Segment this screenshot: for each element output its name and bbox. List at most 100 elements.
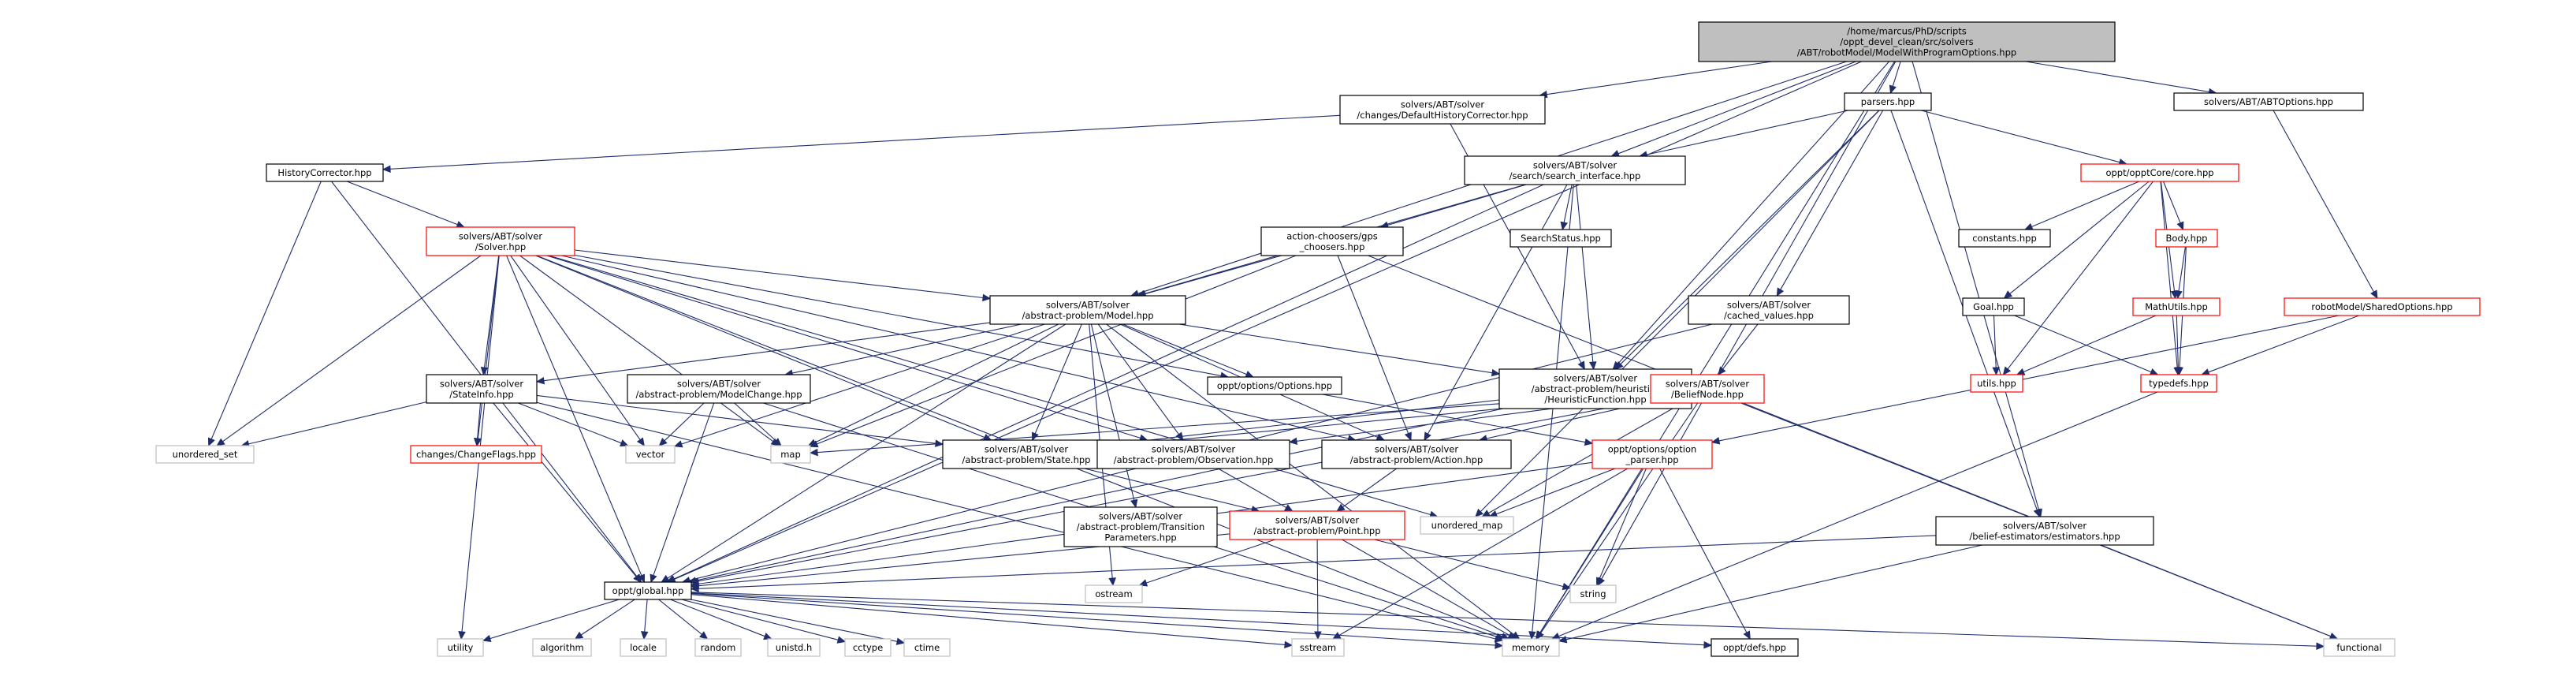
node-label-line: locale <box>630 642 657 653</box>
edge-arrowhead <box>1776 287 1785 297</box>
node-utils[interactable]: utils.hpp <box>1970 374 2023 393</box>
node-stateinfo[interactable]: solvers/ABT/solver/StateInfo.hpp <box>426 374 538 404</box>
node-label-line: memory <box>1512 642 1550 653</box>
node-label-line: solvers/ABT/solver <box>1727 299 1811 310</box>
node-observation[interactable]: solvers/ABT/solver/abstract-problem/Obse… <box>1096 439 1290 469</box>
nodes-layer: /home/marcus/PhD/scripts/oppt_devel_clea… <box>155 21 2481 657</box>
node-cachedval[interactable]: solvers/ABT/solver/cached_values.hpp <box>1688 295 1850 325</box>
node-action[interactable]: solvers/ABT/solver/abstract-problem/Acti… <box>1321 439 1512 469</box>
node-state[interactable]: solvers/ABT/solver/abstract-problem/Stat… <box>942 439 1111 469</box>
edge-defaulthist-to-histcorr <box>382 114 1341 174</box>
node-box <box>532 638 592 657</box>
node-label-line: solvers/ABT/solver <box>1554 373 1637 384</box>
edge-arrowhead <box>1562 582 1572 591</box>
node-ostream[interactable]: ostream <box>1085 584 1143 603</box>
edge-arrowhead <box>2176 221 2184 231</box>
node-modelchange[interactable]: solvers/ABT/solver/abstract-problem/Mode… <box>627 374 811 404</box>
edge-heuristic-to-global <box>687 408 1503 584</box>
node-string[interactable]: string <box>1569 584 1617 603</box>
node-typedefs[interactable]: typedefs.hpp <box>2140 374 2217 393</box>
node-histcorr[interactable]: HistoryCorrector.hpp <box>266 163 384 182</box>
node-unordered_set[interactable]: unordered_set <box>155 445 255 464</box>
node-mathutils[interactable]: MathUtils.hpp <box>2132 297 2220 316</box>
node-ctime[interactable]: ctime <box>903 638 951 657</box>
node-label-line: /Solver.hpp <box>475 241 527 252</box>
node-box <box>1420 516 1514 535</box>
node-box <box>1591 439 1713 469</box>
edge-searchif-to-memory <box>1528 184 1574 640</box>
edge-arrowhead <box>1560 221 1568 231</box>
node-map[interactable]: map <box>770 445 811 464</box>
edge-histcorr-to-unordered_set <box>207 181 322 447</box>
node-unistd[interactable]: unistd.h <box>767 638 821 657</box>
node-optparser[interactable]: oppt/options/option_parser.hpp <box>1591 439 1713 469</box>
node-random[interactable]: random <box>694 638 742 657</box>
node-model[interactable]: solvers/ABT/solver/abstract-problem/Mode… <box>989 295 1186 325</box>
edge-histcorr-to-solver <box>346 181 466 229</box>
node-global[interactable]: oppt/global.hpp <box>604 581 692 600</box>
node-label-line: /abstract-problem/Transition <box>1077 521 1205 532</box>
node-box <box>1207 376 1342 395</box>
node-actionch[interactable]: action-choosers/gps_choosers.hpp <box>1260 226 1404 256</box>
node-label-line: /abstract-problem/Action.hpp <box>1350 454 1483 465</box>
edge-arrowhead <box>1992 367 2000 376</box>
node-box <box>2284 297 2481 316</box>
node-box <box>266 163 384 182</box>
node-label-line: Parameters.hpp <box>1104 532 1176 543</box>
node-label-line: oppt/options/option <box>1608 443 1697 454</box>
node-locale[interactable]: locale <box>620 638 667 657</box>
node-point[interactable]: solvers/ABT/solver/abstract-problem/Poin… <box>1229 510 1405 540</box>
node-oppdefs[interactable]: oppt/defs.hpp <box>1711 638 1799 657</box>
node-parsers[interactable]: parsers.hpp <box>1844 92 1932 111</box>
node-unordered_map[interactable]: unordered_map <box>1420 516 1514 535</box>
node-label-line: ctime <box>914 642 940 653</box>
node-changeflags[interactable]: changes/ChangeFlags.hpp <box>410 445 542 464</box>
node-searchif[interactable]: solvers/ABT/solver/search/search_interfa… <box>1464 155 1686 185</box>
edge-parsers-to-opptcore <box>1921 110 2127 166</box>
node-beliefnode[interactable]: solvers/ABT/solver/BeliefNode.hpp <box>1650 374 1765 404</box>
node-estimators[interactable]: solvers/ABT/solver/belief-estimators/est… <box>1935 516 2154 546</box>
node-solver[interactable]: solvers/ABT/solver/Solver.hpp <box>426 226 575 256</box>
node-abtoptions[interactable]: solvers/ABT/ABTOptions.hpp <box>2173 92 2364 111</box>
node-body[interactable]: Body.hpp <box>2155 229 2218 248</box>
node-box <box>1321 439 1512 469</box>
edge-model-to-stateinfo <box>535 322 991 385</box>
node-box <box>2155 229 2218 248</box>
node-options[interactable]: oppt/options/Options.hpp <box>1207 376 1342 395</box>
node-constants[interactable]: constants.hpp <box>1958 229 2051 248</box>
edge-arrowhead <box>690 584 699 593</box>
node-opptcore[interactable]: oppt/opptCore/core.hpp <box>2080 163 2239 182</box>
node-vector[interactable]: vector <box>625 445 676 464</box>
node-searchstatus[interactable]: SearchStatus.hpp <box>1509 229 1612 248</box>
edge-arrowhead <box>1528 631 1536 640</box>
node-goal[interactable]: Goal.hpp <box>1962 297 2025 316</box>
node-algorithm[interactable]: algorithm <box>532 638 592 657</box>
node-utility[interactable]: utility <box>437 638 484 657</box>
node-defaulthist[interactable]: solvers/ABT/solver/changes/DefaultHistor… <box>1339 95 1546 125</box>
node-root[interactable]: /home/marcus/PhD/scripts/oppt_devel_clea… <box>1698 21 2116 62</box>
edge-arrowhead <box>1288 437 1297 445</box>
edge-opptcore-to-utils <box>2002 181 2153 375</box>
node-label-line: changes/ChangeFlags.hpp <box>416 449 536 460</box>
edge-arrowhead <box>2174 367 2183 376</box>
node-sharedopt[interactable]: robotModel/SharedOptions.hpp <box>2284 297 2481 316</box>
edge-arrowhead <box>480 367 489 376</box>
edge-arrowhead <box>636 437 646 447</box>
edge-arrowhead <box>661 574 670 583</box>
edge-stateinfo-to-changeflags <box>473 402 482 447</box>
node-box <box>1844 92 1932 111</box>
node-transparams[interactable]: solvers/ABT/solver/abstract-problem/Tran… <box>1063 506 1218 547</box>
edge-searchif-to-actionch <box>1379 184 1527 229</box>
edge-model-to-vector <box>673 323 1045 448</box>
node-label-line: typedefs.hpp <box>2149 378 2209 389</box>
edge-optparser-to-sstream <box>1331 468 1629 640</box>
node-memory[interactable]: memory <box>1502 638 1560 657</box>
edge-arrowhead <box>1614 360 1624 370</box>
node-sstream[interactable]: sstream <box>1291 638 1345 657</box>
edge-arrowhead <box>1424 431 1431 442</box>
node-label-line: unordered_set <box>173 449 238 460</box>
node-functional[interactable]: functional <box>2323 638 2395 657</box>
edge-opptcore-to-body <box>2162 181 2184 231</box>
node-cctype[interactable]: cctype <box>844 638 892 657</box>
node-box <box>770 445 811 464</box>
